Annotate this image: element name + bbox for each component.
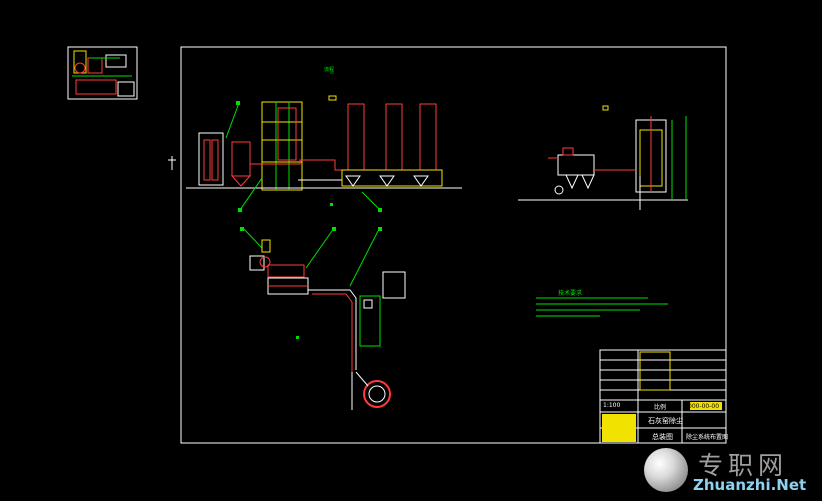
title-block-scale: 1:100 <box>603 402 621 409</box>
section-label-main: 流程 <box>324 67 335 73</box>
title-block-sheet-label: 总装图 <box>652 433 673 441</box>
technical-notes <box>536 297 668 317</box>
watermark: 专职网 Zhuanzhi.Net <box>642 446 812 496</box>
title-block-project-name: 石灰窑除尘 <box>648 417 683 425</box>
watermark-en: Zhuanzhi.Net <box>693 476 807 494</box>
plan-view <box>240 227 406 410</box>
sheet-frame <box>180 46 727 444</box>
watermark-cn: 专职网 <box>698 451 789 480</box>
watermark-logo-icon <box>644 448 688 492</box>
title-block <box>599 349 727 444</box>
title-block-ratio-label: 比例 <box>654 404 667 411</box>
elevation-view-left: ▭ <box>168 70 462 212</box>
elevation-label: ▭ <box>330 70 334 75</box>
elevation-view-right <box>518 105 688 210</box>
title-block-drawing-no: 000-00-00 <box>688 403 720 410</box>
notes-heading: 技术要求 <box>558 290 583 297</box>
thumbnail-overview[interactable] <box>67 46 138 100</box>
title-block-drawing-name: 除尘系统布置图 <box>686 434 729 441</box>
